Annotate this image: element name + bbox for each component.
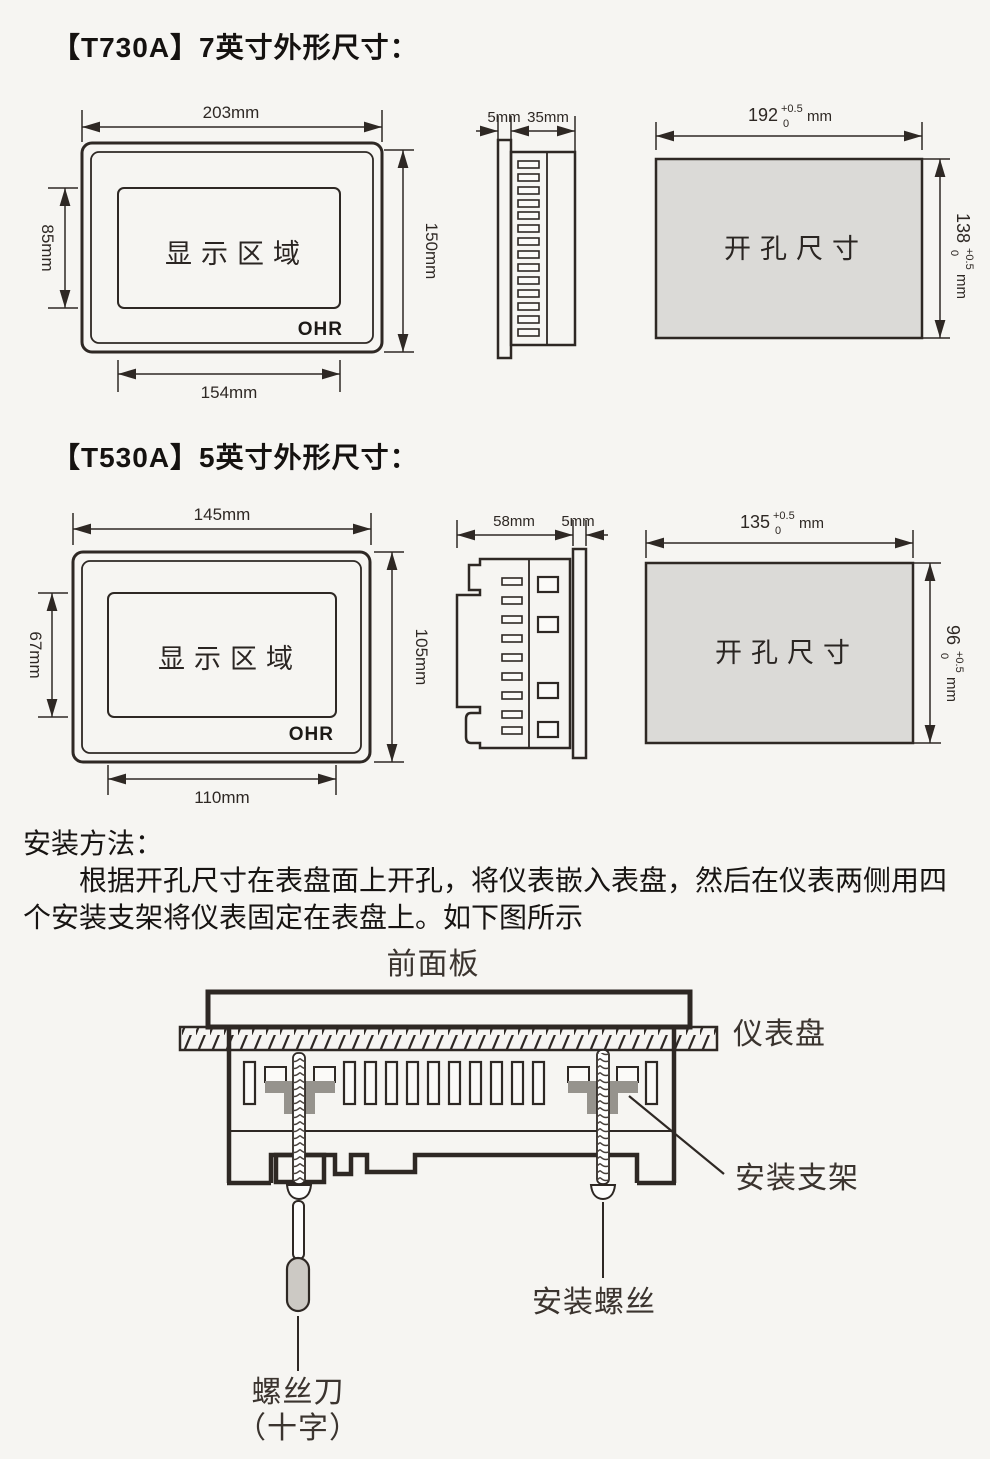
t730a-dim-display-height: 85mm xyxy=(38,224,57,271)
instrument-panel-bar xyxy=(178,1025,719,1052)
t730a-side-bezel xyxy=(496,138,513,360)
front-panel-label: 前面板 xyxy=(387,948,480,981)
bracket-leader-line xyxy=(628,1095,725,1175)
t530a-cutout-width-label: 135 +0.5 0 mm xyxy=(740,510,824,537)
t730a-dim-body-depth: 35mm xyxy=(527,109,569,126)
install-heading: 安装方法： xyxy=(23,829,164,860)
section-title-t530a: 【T530A】5英寸外形尺寸： xyxy=(52,442,419,473)
svg-text:135: 135 xyxy=(740,512,770,532)
svg-text:0: 0 xyxy=(783,118,789,130)
screwdriver-label-line1: 螺丝刀 xyxy=(252,1376,345,1409)
screwdriver-label-line2: （十字） xyxy=(236,1412,360,1445)
install-figure: 前面板 仪表盘 xyxy=(178,948,859,1445)
t530a-dim-display-height: 67mm xyxy=(26,631,45,678)
svg-text:mm: mm xyxy=(943,677,960,702)
svg-text:mm: mm xyxy=(799,515,824,532)
t730a-cutout-rect xyxy=(654,157,924,340)
install-body-line1: 根据开孔尺寸在表盘面上开孔，将仪表嵌入表盘，然后在仪表两侧用四 xyxy=(79,866,948,897)
t530a-dim-body-depth: 58mm xyxy=(493,513,535,530)
svg-text:192: 192 xyxy=(748,105,778,125)
t730a-ohr-logo: OHR xyxy=(298,319,343,340)
t530a-panel-outline xyxy=(71,550,372,764)
svg-text:0: 0 xyxy=(938,653,950,659)
mount-screw-right xyxy=(589,1049,617,1201)
svg-text:mm: mm xyxy=(807,108,832,125)
svg-text:+0.5: +0.5 xyxy=(963,248,975,270)
screw-head-left xyxy=(285,1184,313,1201)
svg-text:138: 138 xyxy=(953,213,973,243)
t730a-dim-bezel-depth: 5mm xyxy=(487,109,520,126)
t530a-dim-display-width: 110mm xyxy=(194,788,249,807)
t730a-dim-width: 203mm xyxy=(203,103,260,122)
mount-screw-label: 安装螺丝 xyxy=(532,1286,656,1319)
vent-slots xyxy=(242,1060,659,1106)
t730a-display-area xyxy=(117,187,341,309)
t730a-side-body xyxy=(509,150,577,347)
t530a-side-view: 58mm 5mm xyxy=(455,513,608,760)
t530a-dim-height: 105mm xyxy=(412,629,431,686)
screwdriver-shaft xyxy=(292,1200,305,1260)
screw-head-right xyxy=(589,1184,617,1201)
t730a-cutout-label: 开孔尺寸 xyxy=(724,234,868,264)
t530a-cutout: 开孔尺寸 135 +0.5 0 mm 96 +0.5 0 mm xyxy=(644,510,965,745)
t730a-cutout-width-label: 192 +0.5 0 mm xyxy=(748,103,832,130)
install-body-line2: 个安装支架将仪表固定在表盘上。如下图所示 xyxy=(23,903,584,934)
install-instructions: 安装方法： 根据开孔尺寸在表盘面上开孔，将仪表嵌入表盘，然后在仪表两侧用四 个安… xyxy=(23,826,973,937)
t730a-dim-height: 150mm xyxy=(422,223,441,280)
t730a-panel-outline xyxy=(80,141,384,354)
t730a-side-view: 5mm 35mm xyxy=(476,109,577,360)
svg-text:+0.5: +0.5 xyxy=(781,103,803,115)
t730a-front-view: 显示区域 OHR 203mm 85mm 150mm 154mm xyxy=(38,103,441,402)
t530a-dim-bezel-depth: 5mm xyxy=(561,513,594,530)
t530a-front-view: 显示区域 OHR 145mm 67mm 105mm 110mm xyxy=(26,505,431,807)
mount-bracket-label: 安装支架 xyxy=(735,1162,859,1195)
t530a-cutout-height-label: 96 +0.5 0 mm xyxy=(938,625,965,702)
t730a-dim-display-width: 154mm xyxy=(201,383,258,402)
svg-text:96: 96 xyxy=(943,625,963,645)
section-title-t730a: 【T730A】7英寸外形尺寸： xyxy=(52,32,419,63)
svg-text:0: 0 xyxy=(948,250,960,256)
svg-text:+0.5: +0.5 xyxy=(773,510,795,522)
instrument-panel-label: 仪表盘 xyxy=(733,1018,826,1051)
t530a-cutout-rect xyxy=(644,561,915,745)
svg-text:mm: mm xyxy=(953,274,970,299)
t730a-cutout: 开孔尺寸 192 +0.5 0 mm 138 +0.5 0 mm xyxy=(654,103,975,340)
front-panel xyxy=(205,989,693,1030)
svg-text:+0.5: +0.5 xyxy=(953,651,965,673)
t530a-display-area xyxy=(107,592,337,718)
screwdriver xyxy=(285,1200,311,1371)
svg-text:0: 0 xyxy=(775,525,781,537)
t730a-cutout-height-label: 138 +0.5 0 mm xyxy=(948,213,975,299)
t530a-display-label: 显示区域 xyxy=(158,644,302,674)
t530a-side-bezel xyxy=(571,547,588,760)
t530a-cutout-label: 开孔尺寸 xyxy=(715,638,859,668)
screwdriver-handle xyxy=(285,1256,311,1313)
t530a-dim-width: 145mm xyxy=(194,505,251,524)
mount-screw-left xyxy=(285,1052,313,1201)
t730a-display-label: 显示区域 xyxy=(165,239,309,269)
t530a-ohr-logo: OHR xyxy=(289,724,334,745)
